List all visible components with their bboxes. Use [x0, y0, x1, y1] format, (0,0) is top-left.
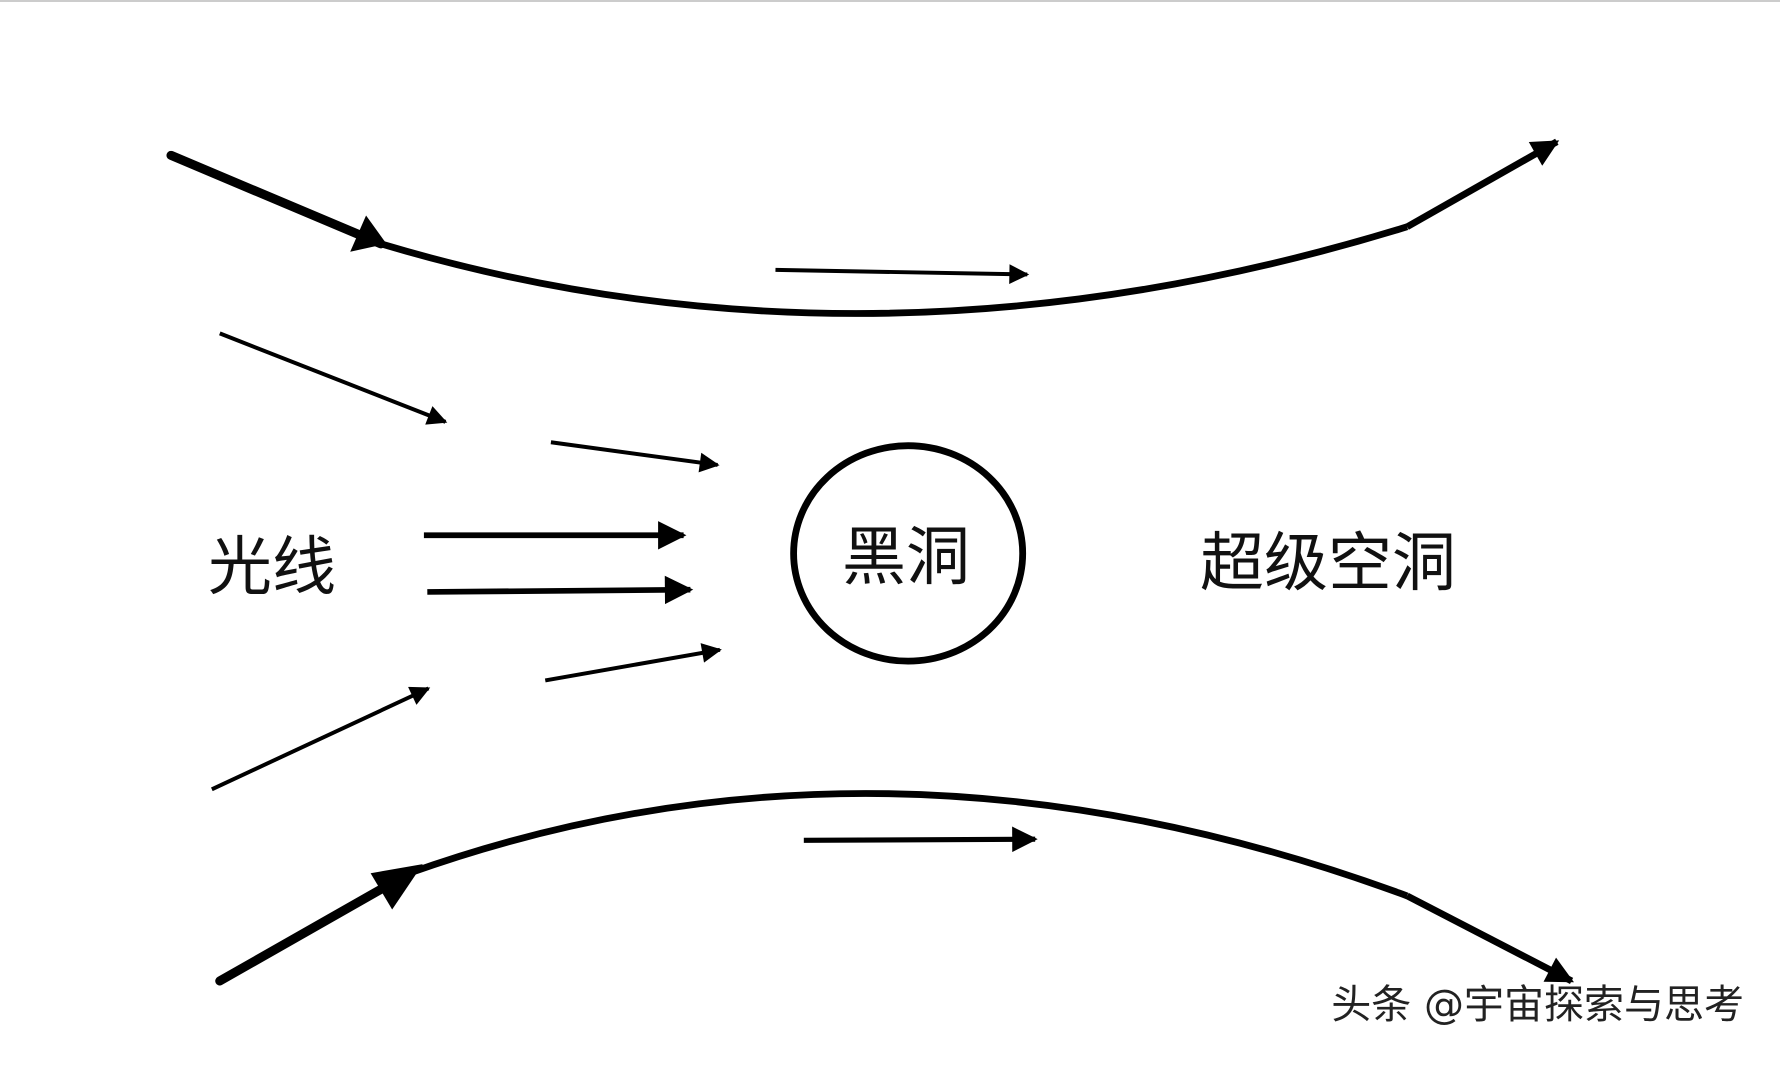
top-entry-arrowhead — [350, 215, 387, 252]
top-border — [0, 0, 1780, 2]
light-label: 光线 — [208, 531, 336, 605]
supervoid-label: 超级空洞 — [1200, 527, 1456, 601]
top-light-path — [166, 138, 1560, 317]
light-rays — [211, 264, 1038, 853]
ray-arrow — [550, 440, 720, 473]
ray-arrow — [427, 575, 694, 605]
bottom-entry-arrowhead — [370, 864, 423, 910]
ray-arrow — [775, 264, 1030, 285]
ray-arrow — [544, 643, 722, 683]
bottom-light-path — [215, 790, 1574, 986]
ray-arrow — [211, 686, 431, 792]
watermark: 头条 @宇宙探索与思考 — [1331, 982, 1744, 1028]
ray-arrow — [219, 331, 448, 425]
black-hole-label: 黑洞 — [842, 521, 970, 595]
black-hole-circle — [790, 442, 1027, 665]
ray-arrow — [803, 826, 1038, 853]
